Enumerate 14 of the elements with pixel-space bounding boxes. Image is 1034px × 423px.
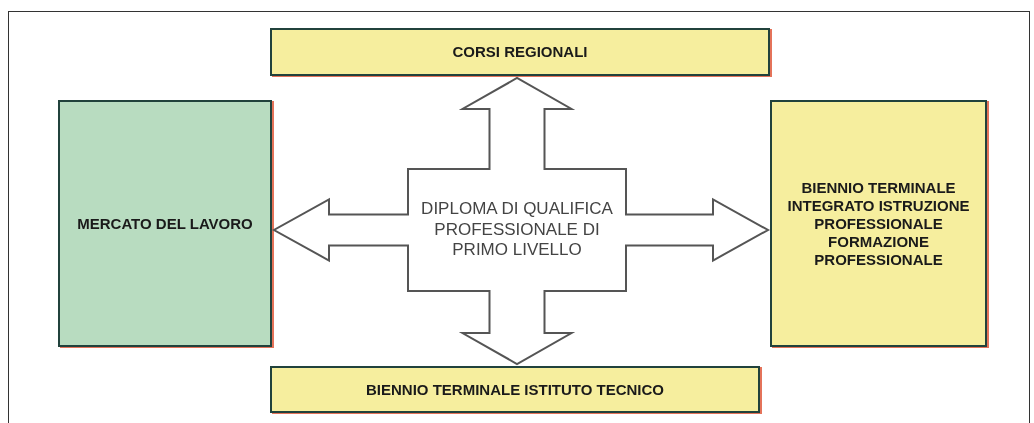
box-text: CORSI REGIONALI xyxy=(452,43,588,61)
label-box xyxy=(770,100,987,347)
box-text: MERCATO DEL LAVORO xyxy=(77,214,253,233)
label-box xyxy=(58,100,272,347)
block-arrow xyxy=(458,76,576,171)
box-text: BIENNIO TERMINALE ISTITUTO TECNICO xyxy=(365,380,665,399)
label-box xyxy=(270,28,770,76)
block-arrow xyxy=(624,197,771,263)
center-box xyxy=(407,168,627,292)
box-text: BIENNIO TERMINALE INTEGRATO ISTRUZIONE PROFESSIONALE FORMAZIONE PROFESSIONALE xyxy=(786,178,971,269)
block-arrow xyxy=(271,197,410,263)
box-text: DIPLOMA DI QUALIFICA PROFESSIONALE DI PRIMO LIVELLO xyxy=(420,199,614,261)
block-arrow xyxy=(458,289,576,366)
label-box xyxy=(270,366,760,413)
